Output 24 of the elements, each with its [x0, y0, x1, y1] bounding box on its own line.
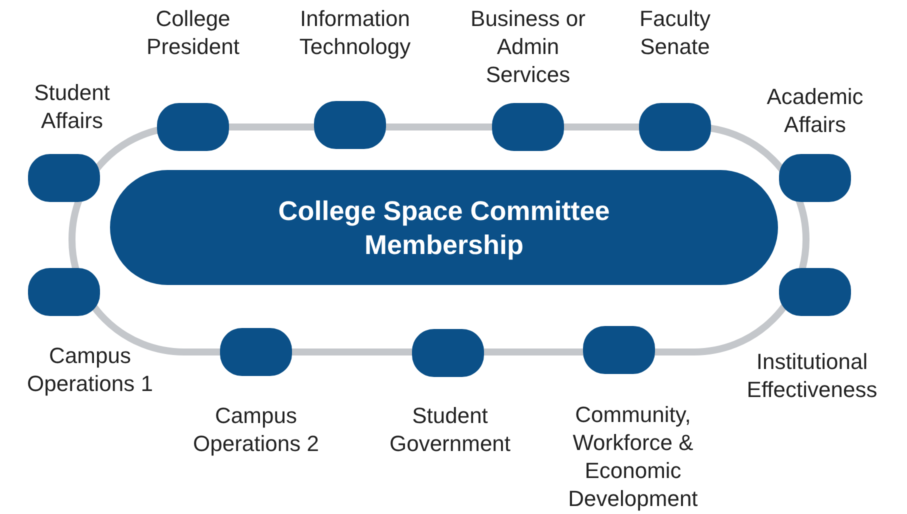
- seat-label: Student Government: [388, 402, 512, 458]
- seat-pill: [639, 103, 711, 151]
- seat-pill: [412, 329, 484, 377]
- seat-label: Academic Affairs: [766, 83, 864, 139]
- seat-label: Institutional Effectiveness: [746, 348, 878, 404]
- seat-pill: [28, 268, 100, 316]
- seat-pill: [779, 268, 851, 316]
- seat-pill: [779, 154, 851, 202]
- seat-pill: [314, 101, 386, 149]
- seat-label: Community, Workforce & Economic Development: [567, 401, 699, 513]
- seat-label: Student Affairs: [33, 79, 111, 135]
- title-text: College Space Committee Membership: [277, 194, 611, 262]
- seat-pill: [492, 103, 564, 151]
- seat-label: Information Technology: [298, 5, 412, 61]
- seat-pill: [220, 328, 292, 376]
- seat-label: Faculty Senate: [638, 5, 712, 61]
- seat-label: Business or Admin Services: [470, 5, 586, 89]
- seat-label: College President: [146, 5, 240, 61]
- seat-label: Campus Operations 2: [192, 402, 320, 458]
- seat-pill: [28, 154, 100, 202]
- seat-pill: [157, 103, 229, 151]
- title-pill: [110, 170, 778, 285]
- seat-pill: [583, 326, 655, 374]
- seat-label: Campus Operations 1: [26, 342, 154, 398]
